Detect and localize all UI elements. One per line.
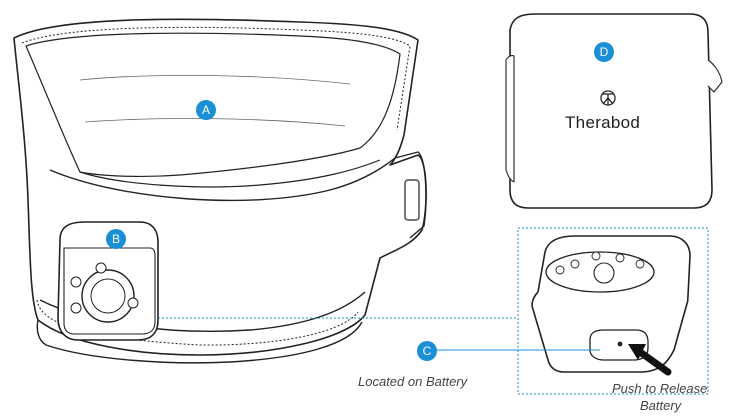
callout-b: B <box>106 229 126 249</box>
push-arrow-head-icon <box>628 344 646 360</box>
callout-d: D <box>594 42 614 62</box>
battery-zoom-frame <box>517 227 709 395</box>
callout-a: A <box>196 100 216 120</box>
controller-illustration <box>57 221 159 341</box>
push-arrow-icon <box>636 348 672 376</box>
caption-battery-location: Located on Battery <box>358 374 468 389</box>
caption-push-release-line2: Battery <box>640 398 682 413</box>
brand-name: Therabod <box>565 113 641 132</box>
callout-c: C <box>417 341 437 361</box>
caption-push-release-line1: Push to Release <box>612 381 708 396</box>
pouch-illustration <box>505 13 723 209</box>
battery-illustration <box>531 235 691 373</box>
therabody-logo-icon <box>600 90 616 106</box>
